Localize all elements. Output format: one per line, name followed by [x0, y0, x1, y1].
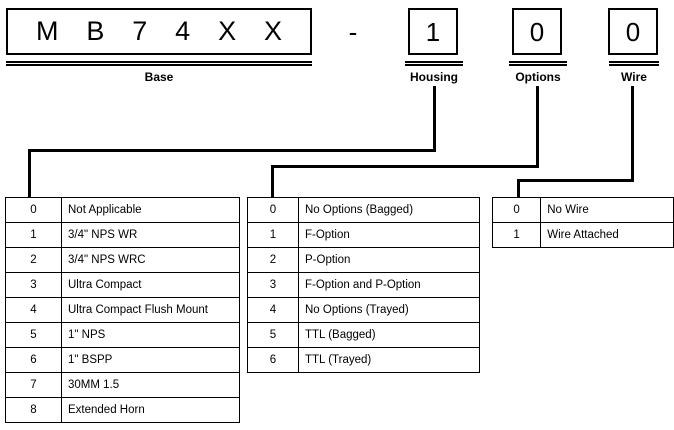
options-code-cell: 3 [247, 272, 299, 298]
options-description-cell: P-Option [298, 247, 480, 273]
wire-description-cell: No Wire [540, 197, 674, 223]
base-char-1: B [86, 16, 105, 46]
options-description-cell: F-Option [298, 222, 480, 248]
wire-code-value: 0 [625, 16, 641, 47]
housing-code-cell: 4 [5, 297, 62, 323]
options-code-cell: 6 [247, 347, 299, 373]
housing-connector-segment-down [433, 86, 436, 152]
options-underline-rule [509, 61, 567, 66]
part-number-separator: - [348, 17, 358, 47]
options-code-value: 0 [529, 16, 545, 47]
base-underline-rule [6, 61, 312, 66]
housing-description-cell: Not Applicable [61, 197, 240, 223]
options-code-box[interactable]: 0 [512, 8, 562, 55]
housing-code-cell: 6 [5, 347, 62, 373]
housing-description-cell: 3/4" NPS WR [61, 222, 240, 248]
housing-code-cell: 0 [5, 197, 62, 223]
housing-code-cell: 2 [5, 247, 62, 273]
options-description-cell: F-Option and P-Option [298, 272, 480, 298]
wire-caption-label: Wire [621, 70, 647, 84]
options-connector-segment-drop [271, 165, 274, 199]
housing-description-cell: 30MM 1.5 [61, 372, 240, 398]
housing-connector-segment-drop [28, 149, 31, 199]
housing-code-cell: 7 [5, 372, 62, 398]
options-caption-label: Options [515, 70, 561, 84]
base-char-4: X [218, 16, 237, 46]
base-char-5: X [263, 16, 282, 46]
housing-caption-label: Housing [410, 70, 458, 84]
base-caption-label: Base [144, 70, 174, 84]
wire-code-cell: 0 [491, 197, 542, 223]
housing-code-cell: 5 [5, 322, 62, 348]
housing-description-cell: 1" NPS [61, 322, 240, 348]
housing-connector-segment-across [28, 149, 436, 152]
wire-connector-segment-across [517, 179, 634, 182]
wire-code-box[interactable]: 0 [608, 8, 658, 55]
options-connector-segment-down [536, 86, 539, 168]
housing-code-cell: 3 [5, 272, 62, 298]
options-code-cell: 1 [247, 222, 299, 248]
housing-description-cell: Ultra Compact Flush Mount [61, 297, 240, 323]
options-description-cell: TTL (Trayed) [298, 347, 480, 373]
options-description-cell: No Options (Bagged) [298, 197, 480, 223]
housing-code-value: 1 [425, 16, 441, 47]
housing-description-cell: Ultra Compact [61, 272, 240, 298]
housing-code-cell: 1 [5, 222, 62, 248]
wire-code-cell: 1 [491, 222, 542, 248]
wire-underline-rule [609, 61, 659, 66]
housing-code-cell: 8 [5, 397, 62, 423]
options-code-cell: 5 [247, 322, 299, 348]
options-code-cell: 0 [247, 197, 299, 223]
wire-connector-segment-drop [517, 179, 520, 199]
options-code-cell: 4 [247, 297, 299, 323]
housing-description-cell: Extended Horn [61, 397, 240, 423]
options-code-cell: 2 [247, 247, 299, 273]
housing-underline-rule [405, 61, 463, 66]
wire-description-cell: Wire Attached [540, 222, 674, 248]
housing-description-cell: 1" BSPP [61, 347, 240, 373]
base-code-box[interactable]: M B 7 4 X X [6, 8, 312, 55]
base-char-0: M [35, 16, 59, 46]
housing-description-cell: 3/4" NPS WRC [61, 247, 240, 273]
options-description-cell: TTL (Bagged) [298, 322, 480, 348]
wire-connector-segment-down [631, 86, 634, 181]
base-char-2: 7 [132, 16, 148, 46]
options-description-cell: No Options (Trayed) [298, 297, 480, 323]
base-char-3: 4 [175, 16, 191, 46]
options-connector-segment-across [271, 165, 539, 168]
housing-code-box[interactable]: 1 [408, 8, 458, 55]
